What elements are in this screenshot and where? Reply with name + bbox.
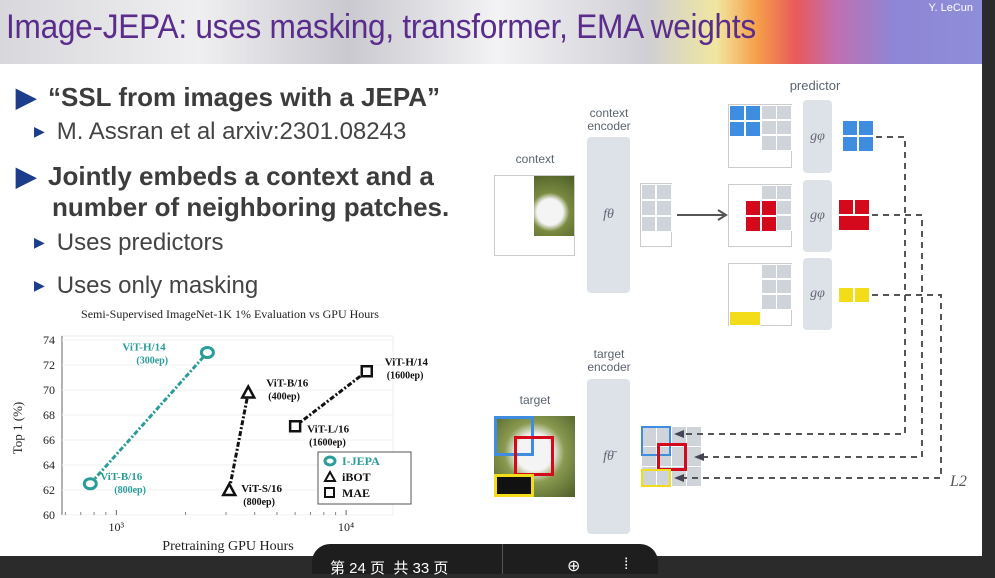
triangle-right-icon: ▶ xyxy=(34,123,45,139)
slide-header: Image-JEPA: uses masking, transformer, E… xyxy=(0,0,982,64)
prediction-blue xyxy=(842,120,874,152)
data-point xyxy=(288,420,302,433)
data-point xyxy=(82,477,98,491)
y-tick-label: 70 xyxy=(43,383,55,397)
x-tick-label: 10³ xyxy=(109,520,125,534)
series-line-MAE xyxy=(294,370,368,428)
more-icon[interactable]: ⁞ xyxy=(624,556,629,573)
y-tick-label: 66 xyxy=(43,433,55,447)
point-label: ViT-H/14 xyxy=(385,356,429,368)
legend-label: iBOT xyxy=(342,470,371,484)
data-point xyxy=(221,481,238,497)
point-sublabel: (1600ep) xyxy=(387,370,424,381)
data-point xyxy=(360,365,374,378)
arrow-icon xyxy=(717,209,728,221)
target-image xyxy=(494,416,575,497)
y-axis-label: Top 1 (%) xyxy=(10,402,25,455)
point-sublabel: (400ep) xyxy=(268,392,300,403)
legend-marker xyxy=(324,487,335,498)
context-label: context xyxy=(515,152,555,166)
zoom-in-icon[interactable]: ⊕ xyxy=(567,558,581,575)
dog-image-crop xyxy=(534,176,574,236)
bullet: ▶“SSL from images with a JEPA” xyxy=(16,82,441,112)
y-tick-label: 72 xyxy=(43,358,55,372)
point-sublabel: (1600ep) xyxy=(309,437,346,448)
bullet: ▶Uses only masking xyxy=(34,272,259,299)
predictor-block: gφ xyxy=(803,100,832,173)
predictor-input-blue xyxy=(728,104,792,168)
point-label: ViT-S/16 xyxy=(241,483,282,495)
bullet-continuation: number of neighboring patches. xyxy=(52,192,450,222)
context-encoder-block: fθ xyxy=(587,137,630,293)
chart-title: Semi-Supervised ImageNet-1K 1% Evaluatio… xyxy=(81,307,379,321)
page-toolbar: 第 24 页 共 33 页 ⊕ ⁞ xyxy=(312,544,658,577)
x-axis-label: Pretraining GPU Hours xyxy=(162,539,293,554)
author-label: Y. LeCun xyxy=(928,2,973,14)
y-tick-label: 60 xyxy=(43,508,55,522)
legend-label: I-JEPA xyxy=(342,454,380,468)
triangle-right-icon: ▶ xyxy=(34,234,45,250)
target-label: target xyxy=(519,393,551,407)
y-tick-label: 62 xyxy=(43,483,55,497)
point-label: ViT-L/16 xyxy=(307,423,349,435)
target-encoder-block: fθ̄ xyxy=(587,379,630,534)
target-encoder-label: target encoder xyxy=(587,347,631,374)
data-point xyxy=(199,346,215,359)
point-label: ViT-B/16 xyxy=(266,378,308,390)
predictor-input-yellow xyxy=(728,263,792,326)
y-tick-label: 74 xyxy=(43,333,55,347)
series-line-I-JEPA xyxy=(89,351,209,485)
prediction-yellow xyxy=(838,287,870,303)
predictor-input-red xyxy=(728,184,792,247)
y-tick-label: 64 xyxy=(43,458,55,472)
loss-connectors: L2 xyxy=(674,136,967,490)
gpu-hours-chart: Semi-Supervised ImageNet-1K 1% Evaluatio… xyxy=(10,307,429,554)
legend-marker xyxy=(323,455,337,467)
point-sublabel: (300ep) xyxy=(136,356,168,367)
predictor-label: predictor xyxy=(789,78,841,93)
bullet: ▶Jointly embeds a context and a xyxy=(16,161,434,191)
context-image xyxy=(494,175,575,256)
target-embedding xyxy=(641,426,702,487)
loss-label: L2 xyxy=(949,473,967,490)
triangle-right-icon: ▶ xyxy=(16,161,36,191)
point-label: ViT-B/16 xyxy=(100,471,142,483)
context-encoder-label: context encoder xyxy=(587,106,631,133)
legend-label: MAE xyxy=(342,486,370,500)
point-sublabel: (800ep) xyxy=(243,497,275,508)
slide: Image-JEPA: uses masking, transformer, E… xyxy=(0,0,982,556)
legend-marker xyxy=(323,469,337,482)
context-embedding xyxy=(640,183,672,247)
bullet: ▶M. Assran et al arxiv:2301.08243 xyxy=(34,118,407,145)
data-point xyxy=(240,383,257,399)
bullet: ▶Uses predictors xyxy=(34,229,224,256)
prediction-red xyxy=(838,199,870,231)
x-tick-label: 10⁴ xyxy=(338,520,354,534)
y-tick-label: 68 xyxy=(43,408,55,422)
slide-title: Image-JEPA: uses masking, transformer, E… xyxy=(6,8,756,46)
triangle-right-icon: ▶ xyxy=(34,277,45,293)
predictor-block: gφ xyxy=(803,180,832,252)
point-sublabel: (800ep) xyxy=(114,485,146,496)
predictor-block: gφ xyxy=(803,258,832,330)
toolbar-divider xyxy=(502,544,503,574)
triangle-right-icon: ▶ xyxy=(16,82,36,112)
point-label: ViT-H/14 xyxy=(122,342,166,354)
